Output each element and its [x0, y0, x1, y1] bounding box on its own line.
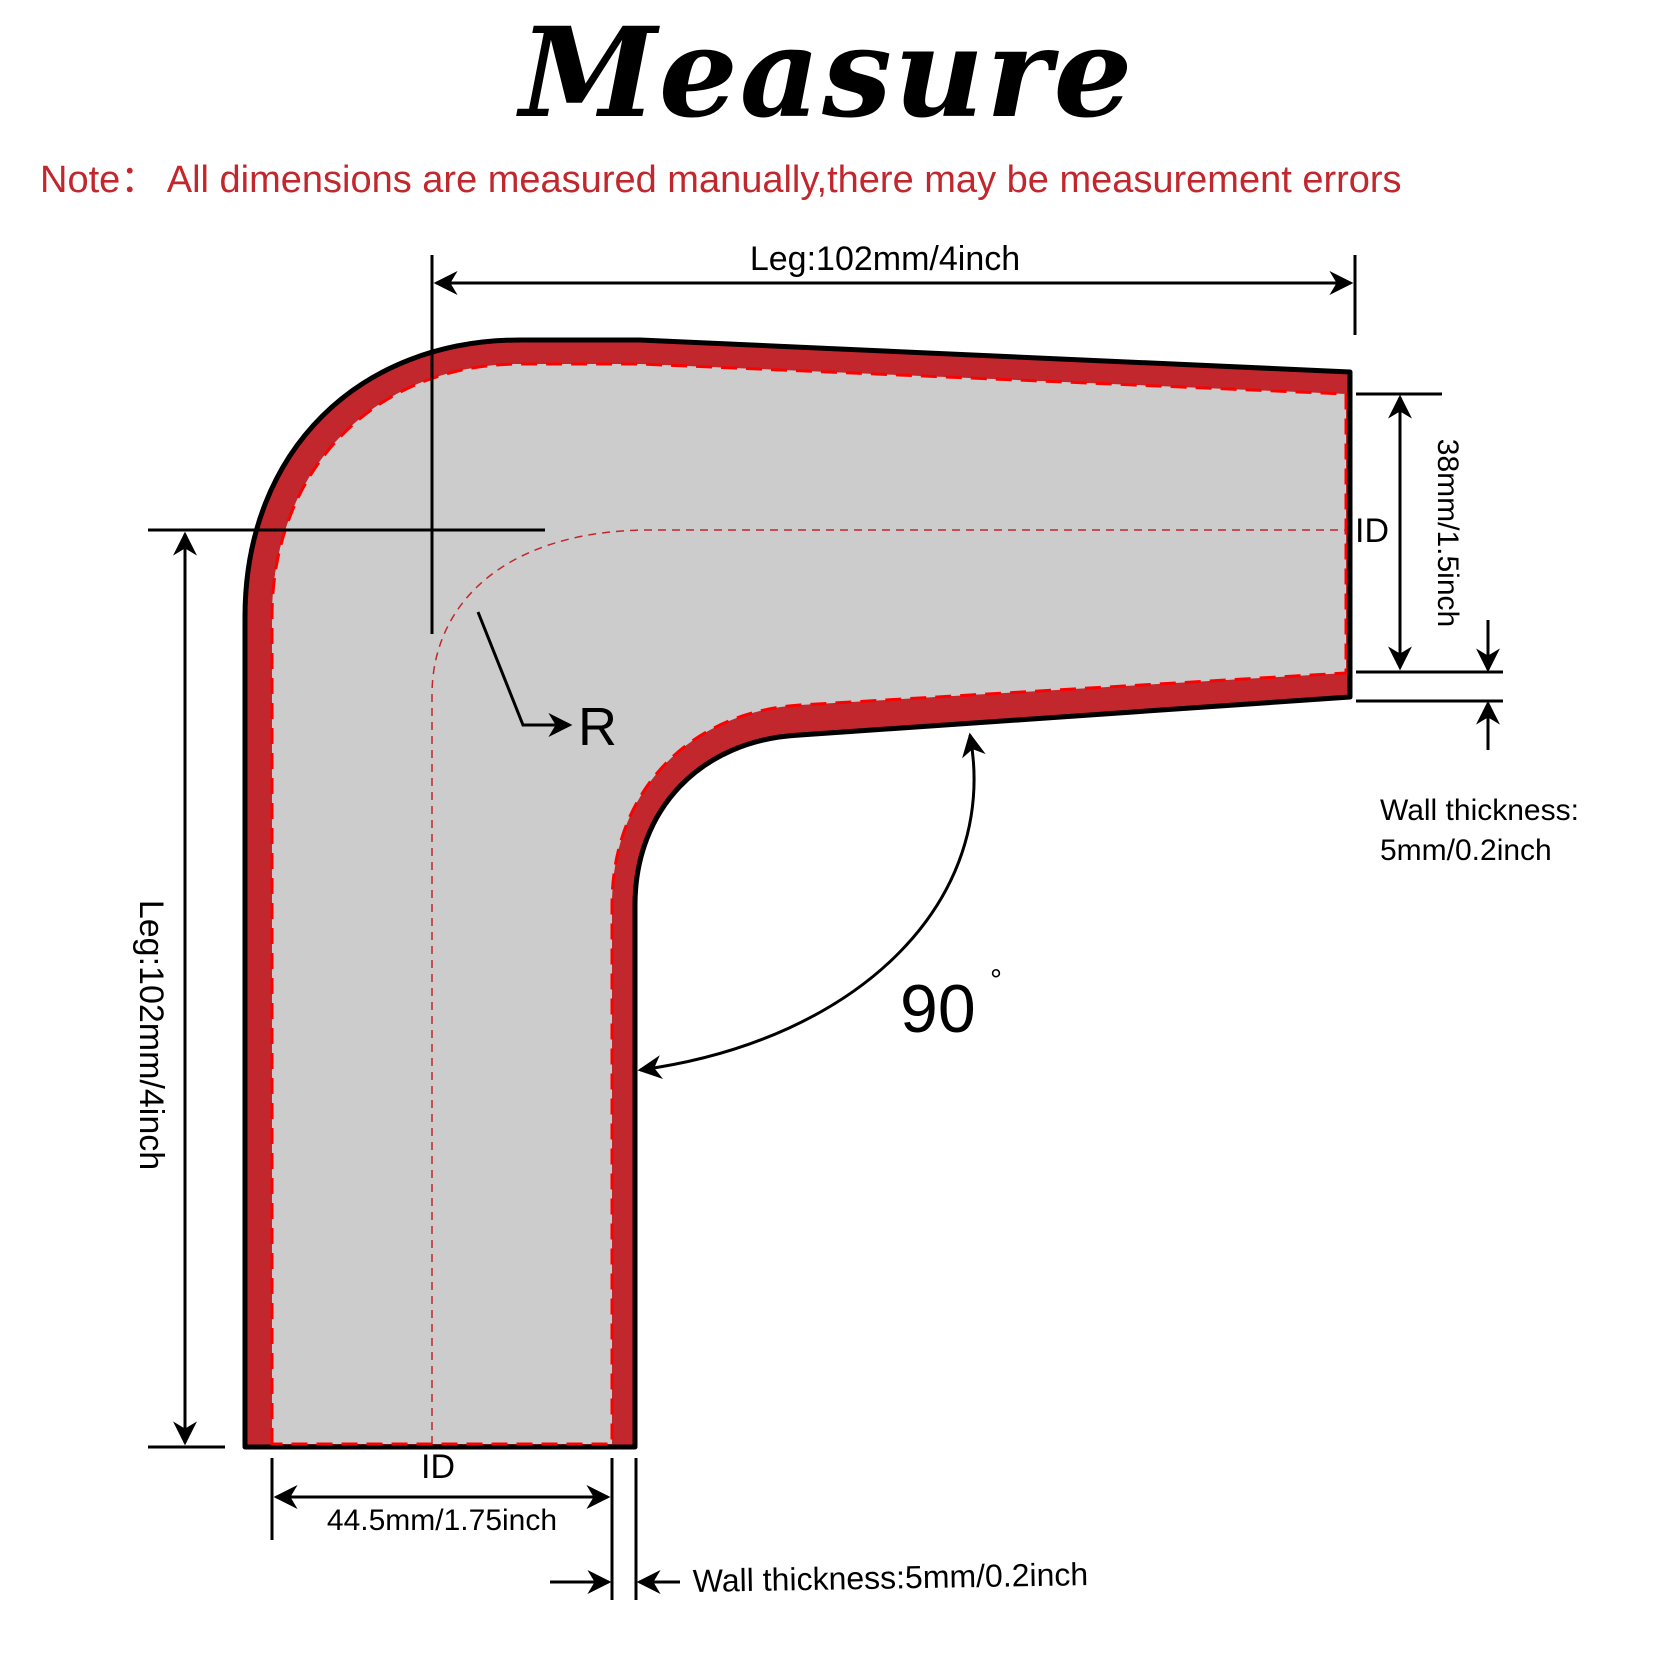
radius-label: R: [578, 697, 617, 757]
bottom-wall-label: Wall thickness:5mm/0.2inch: [692, 1556, 1088, 1599]
page-title: Measure: [519, 1, 1135, 146]
bottom-id-label: ID: [421, 1448, 455, 1486]
hose-interior: [270, 362, 1348, 1446]
measurement-note: Note： All dimensions are measured manual…: [40, 159, 1402, 201]
right-wall-label-line2: 5mm/0.2inch: [1380, 834, 1552, 867]
bottom-id-value: 44.5mm/1.75inch: [327, 1504, 557, 1537]
angle-label: 90: [900, 971, 976, 1047]
angle-degree-symbol: °: [990, 964, 1002, 997]
top-leg-label: Leg:102mm/4inch: [750, 240, 1020, 278]
right-id-label: ID: [1355, 512, 1389, 550]
angle-arc-arrow: [637, 732, 986, 1079]
hose-centerline: [431, 529, 1346, 1444]
radius-leader-line: [476, 611, 573, 737]
right-id-value: 38mm/1.5inch: [1431, 439, 1464, 627]
right-wall-label-line1: Wall thickness:: [1380, 794, 1579, 827]
left-leg-label: Leg:102mm/4inch: [132, 900, 170, 1170]
